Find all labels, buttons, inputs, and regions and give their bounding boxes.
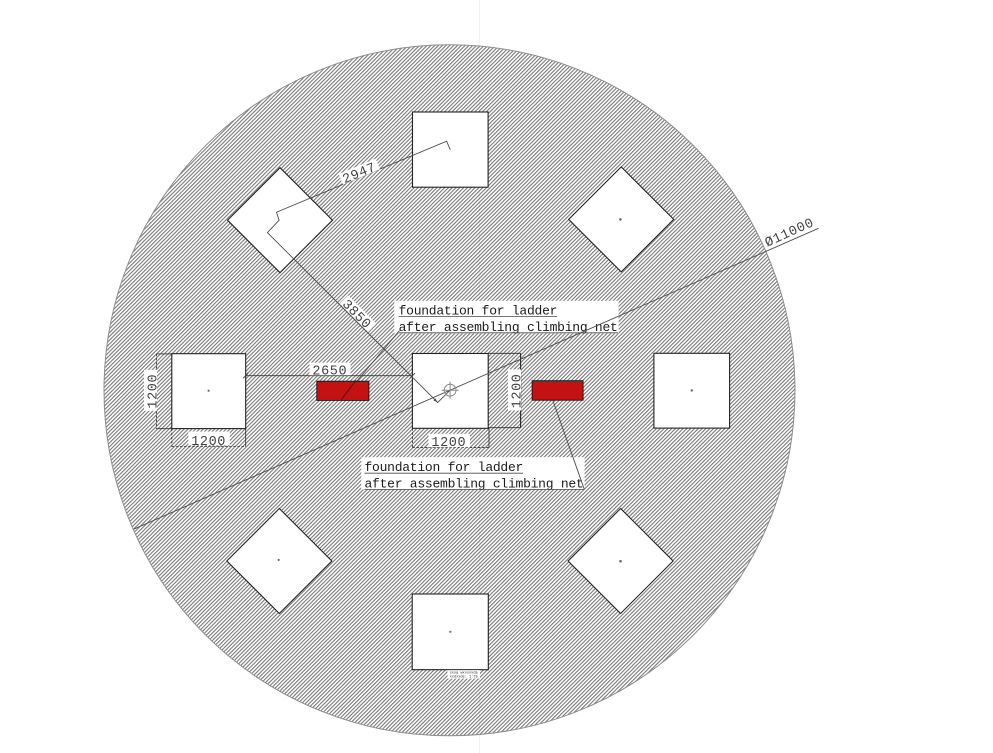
svg-text:foundation for ladder: foundation for ladder — [365, 460, 524, 475]
svg-text:xxdxxde: 1:75: xxdxxde: 1:75 — [450, 675, 478, 680]
svg-text:sxxa wxxxxxda: sxxa wxxxxxda — [450, 671, 479, 676]
svg-text:1200: 1200 — [510, 373, 525, 408]
svg-text:1200: 1200 — [191, 435, 226, 450]
svg-text:after assembling climbing net: after assembling climbing net — [365, 477, 584, 492]
svg-text:2650: 2650 — [312, 365, 347, 380]
svg-text:1200: 1200 — [146, 374, 161, 409]
svg-text:after assembling climbing net: after assembling climbing net — [399, 320, 618, 335]
svg-text:foundation for ladder: foundation for ladder — [399, 304, 558, 319]
svg-text:1200: 1200 — [431, 436, 466, 451]
